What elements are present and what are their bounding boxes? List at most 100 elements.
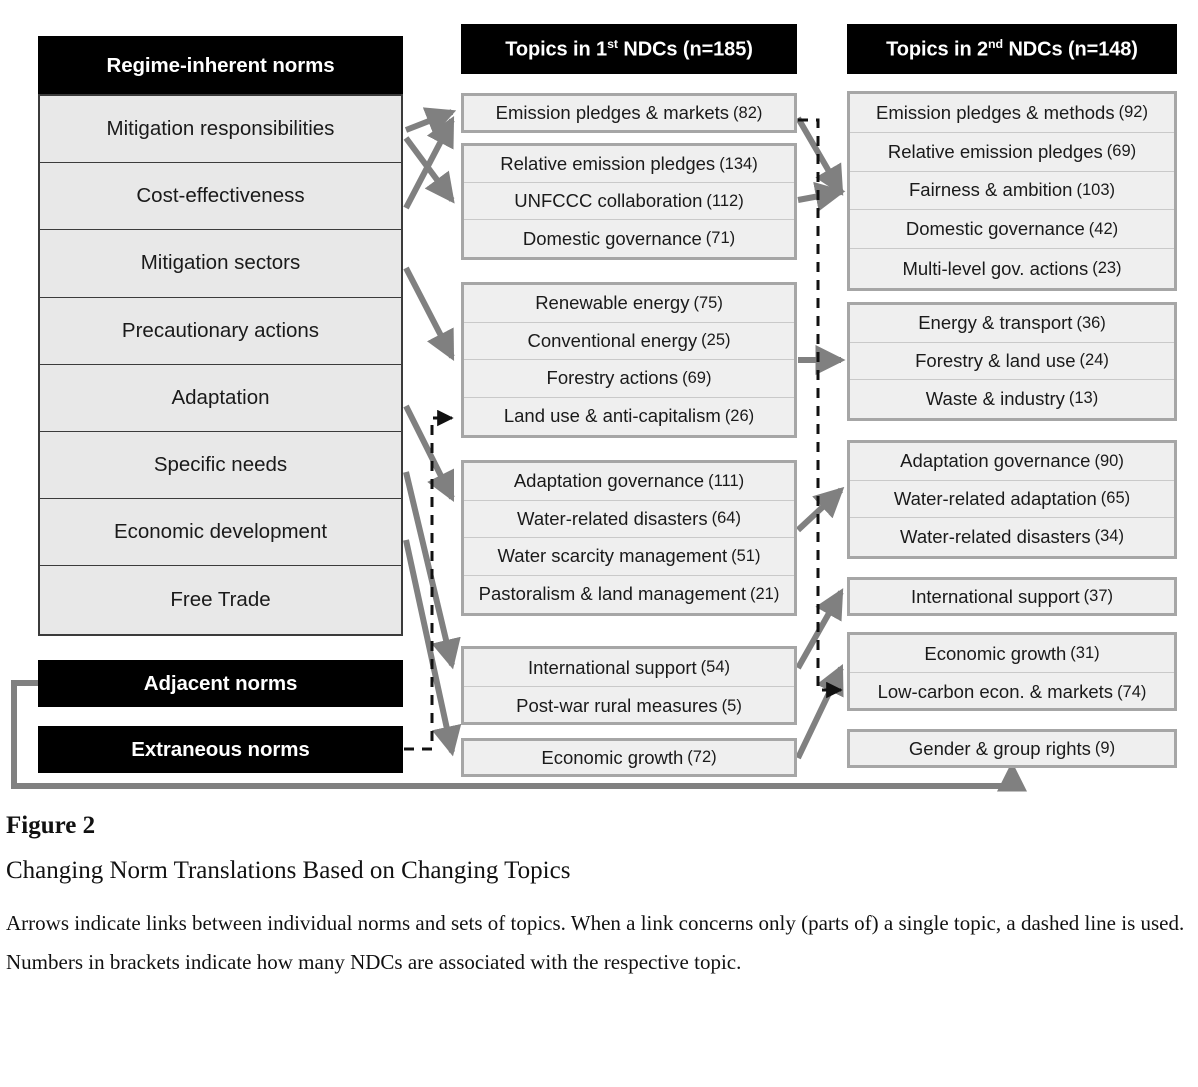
norm-item-free-trade[interactable]: Free Trade [40,566,401,634]
ndc2-group-3: Adaptation governance(90) Water-related … [847,440,1177,559]
topic-item[interactable]: Energy & transport(36) [850,305,1174,343]
norm-item-precautionary-actions[interactable]: Precautionary actions [40,297,401,365]
topic-label: Land use & anti-capitalism [503,405,721,427]
topic-item[interactable]: Adaptation governance(90) [850,443,1174,481]
adjacent-norms-box[interactable]: Adjacent norms [38,660,403,707]
topic-count: (103) [1076,180,1115,199]
topic-count: (23) [1092,259,1122,278]
topic-item[interactable]: UNFCCC collaboration(112) [464,183,794,220]
norm-item-specific-needs[interactable]: Specific needs [40,431,401,500]
topic-item[interactable]: Adaptation governance(111) [464,463,794,501]
dashed-emissionmarkets-to-lowcarbon [798,118,843,699]
ndc2-header-label: Topics in 2nd NDCs (n=148) [886,36,1138,61]
topic-item[interactable]: Domestic governance(42) [850,210,1174,250]
topic-item[interactable]: Economic growth(31) [850,635,1174,673]
topic-item[interactable]: Conventional energy(25) [464,323,794,360]
topic-label: Gender & group rights [908,737,1091,759]
norms-header-label: Regime-inherent norms [106,54,335,77]
topic-item[interactable]: Water scarcity management(51) [464,538,794,576]
topic-count: (42) [1088,219,1119,238]
topic-label: Pastoralism & land management [478,583,746,605]
topic-label: Conventional energy [527,329,698,351]
norm-item-cost-effectiveness[interactable]: Cost-effectiveness [40,163,401,231]
norm-item-mitigation-responsibilities[interactable]: Mitigation responsibilities [40,96,401,164]
figure-number: Figure 2 [6,812,96,839]
ndc2-group-1: Emission pledges & methods(92) Relative … [847,91,1177,291]
topic-count: (75) [693,293,723,312]
ndc1-header-label: Topics in 1st NDCs (n=185) [505,36,753,61]
topic-item[interactable]: Pastoralism & land management(21) [464,576,794,614]
topic-label: Energy & transport [918,312,1073,334]
topic-label: Forestry actions [546,367,679,389]
topic-item[interactable]: Water-related disasters(64) [464,501,794,538]
topic-count: (21) [750,584,780,603]
arrow-adaptation-to-adaptgroup [403,404,455,503]
topic-item[interactable]: International support(37) [850,580,1174,613]
topic-item[interactable]: Economic growth(72) [464,741,794,774]
topic-item[interactable]: Forestry actions(69) [464,360,794,398]
topic-item[interactable]: Fairness & ambition(103) [850,172,1174,211]
ndc2-group-6: Gender & group rights(9) [847,729,1177,768]
topic-label: Domestic governance [522,227,702,249]
topic-item[interactable]: Gender & group rights(9) [850,732,1174,765]
norm-item-economic-development[interactable]: Economic development [40,499,401,567]
topic-item[interactable]: Forestry & land use(24) [850,343,1174,381]
topic-item[interactable]: International support(54) [464,649,794,687]
topic-item[interactable]: Waste & industry(13) [850,380,1174,418]
extraneous-norms-label: Extraneous norms [131,737,310,761]
topic-item[interactable]: Emission pledges & markets(82) [464,96,794,130]
topic-label: Relative emission pledges [887,140,1103,162]
norm-label: Precautionary actions [121,318,320,342]
arrow-mitresp-to-relativepledges [403,136,455,204]
arrow-group2-to-emissionmethods [797,181,846,212]
topic-count: (64) [711,509,741,528]
arrow-mitsectors-to-energygroup [403,266,455,361]
norm-label: Cost-effectiveness [136,184,305,208]
figure-caption: Figure 2 Changing Norm Translations Base… [6,812,1191,982]
topic-count: (134) [719,154,758,173]
topic-label: Relative emission pledges [500,153,716,174]
topic-label: Multi-level gov. actions [902,257,1089,279]
topic-item[interactable]: Post-war rural measures(5) [464,687,794,725]
topic-item[interactable]: Renewable energy(75) [464,285,794,323]
arrow-ecogrowth-to-ecogrowth2 [795,663,844,760]
topic-count: (24) [1079,351,1109,370]
topic-count: (90) [1094,451,1124,470]
adjacent-norms-label: Adjacent norms [143,671,298,695]
ndc2-group-2: Energy & transport(36) Forestry & land u… [847,302,1177,421]
figure-diagram: Regime-inherent norms Mitigation respons… [11,24,1177,792]
topic-count: (36) [1076,313,1106,332]
topic-item[interactable]: Relative emission pledges(69) [850,133,1174,172]
extraneous-norms-box[interactable]: Extraneous norms [38,726,403,773]
arrow-waterdisasters-to-adaptgroup2 [795,486,845,533]
topic-count: (13) [1068,389,1099,408]
ndc1-group-3: Renewable energy(75) Conventional energy… [461,282,797,438]
topic-item[interactable]: Low-carbon econ. & markets(74) [850,673,1174,711]
topic-label: Emission pledges & methods [876,101,1115,123]
topic-label: Water-related adaptation [893,487,1097,509]
topic-label: Water scarcity management [497,545,728,567]
norm-item-adaptation[interactable]: Adaptation [40,364,401,432]
ndc1-group-6: Economic growth(72) [461,738,797,777]
topic-item[interactable]: Water-related adaptation(65) [850,481,1174,519]
topic-label: International support [527,656,697,678]
topic-item[interactable]: Domestic governance(71) [464,220,794,257]
topic-item[interactable]: Land use & anti-capitalism(26) [464,398,794,436]
ndc1-group-1: Emission pledges & markets(82) [461,93,797,133]
topic-item[interactable]: Water-related disasters(34) [850,518,1174,556]
topic-label: International support [910,585,1080,607]
topic-label: Adaptation governance [900,450,1091,472]
topic-item[interactable]: Multi-level gov. actions(23) [850,249,1174,288]
topic-count: (34) [1094,527,1124,546]
norm-item-mitigation-sectors[interactable]: Mitigation sectors [40,230,401,298]
topic-item[interactable]: Emission pledges & methods(92) [850,94,1174,133]
arrow-intlsupport-to-intlsupport2 [795,588,844,670]
topic-label: Adaptation governance [513,470,705,492]
topic-count: (26) [724,406,755,425]
ndc1-column-header: Topics in 1st NDCs (n=185) [461,24,797,74]
topic-count: (111) [708,471,745,490]
topic-label: Economic growth [541,746,684,768]
norm-label: Mitigation sectors [140,251,301,275]
topic-item[interactable]: Relative emission pledges(134) [464,146,794,183]
arrow-costeff-to-group2 [403,116,455,210]
